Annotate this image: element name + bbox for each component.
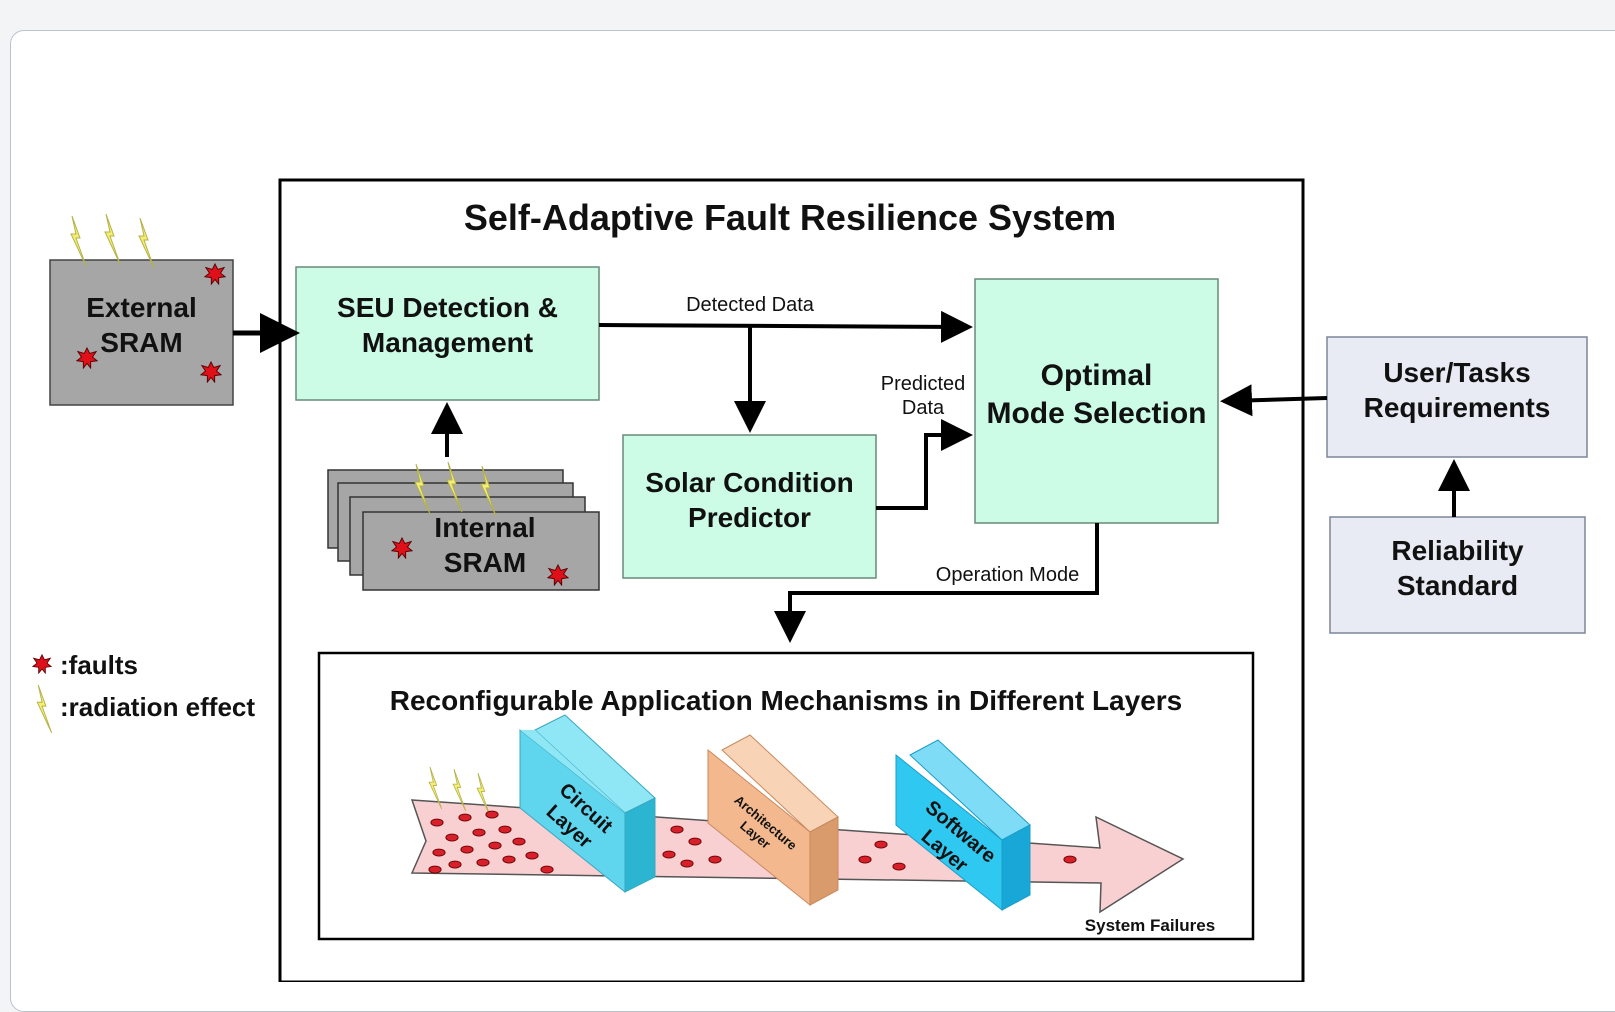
software-layer-side: [1001, 824, 1031, 911]
arrow-user-to-optimal: [1220, 384, 1328, 417]
fault-bug-icon: [460, 845, 474, 854]
optimal-box: [974, 278, 1219, 524]
fault-bug-icon: [670, 825, 684, 834]
user-tasks-label: User/Tasks Requirements: [1363, 357, 1551, 423]
architecture-layer-side: [809, 816, 839, 906]
fault-bug-icon: [540, 865, 554, 874]
legend-fault-icon: [32, 654, 52, 674]
system-frame: [278, 178, 1305, 982]
fault-bug-icon: [498, 825, 512, 834]
architecture-layer-front: [707, 748, 811, 907]
solar-box: [622, 434, 877, 579]
fault-bug-icon: [525, 851, 539, 860]
fault-bug-icon: [512, 837, 526, 846]
legend-radiation-icon: [36, 685, 53, 733]
arrow-detected-data: [598, 310, 973, 343]
fault-bug-icon: [1063, 855, 1077, 864]
system-failures-label: System Failures: [1084, 916, 1216, 935]
fault-bug-icon: [476, 858, 490, 867]
reconfig-title: Reconfigurable Application Mechanisms in…: [389, 685, 1183, 716]
fault-bug-icon: [688, 837, 702, 846]
fault-bug-icon: [708, 855, 722, 864]
arrow-operation-mode: [774, 523, 1099, 643]
optimal-label: Optimal Mode Selection: [986, 359, 1207, 430]
fault-bug-icon: [874, 840, 888, 849]
circuit-layer-edge: [520, 730, 625, 813]
software-layer-front: [895, 753, 1003, 912]
diagram-svg: [32, 178, 1588, 982]
edge-label-operation: Operation Mode: [935, 564, 1080, 586]
internal-sram-label: Internal SRAM: [434, 512, 536, 578]
circuit-layer-side: [624, 797, 656, 893]
arrow-predicted-data: [876, 419, 973, 510]
legend-radiation-label: :radiation effect: [60, 692, 256, 722]
fault-bug-icon: [445, 833, 459, 842]
external-sram-box: [49, 259, 234, 406]
fault-bug-icon: [485, 810, 499, 819]
fault-bug-icon: [892, 862, 906, 871]
fault-bug-icon: [432, 848, 446, 857]
fault-bug-icon: [428, 865, 442, 874]
reliability-label: Reliability Standard: [1391, 535, 1524, 601]
fault-bug-icon: [430, 818, 444, 827]
edge-label-detected: Detected Data: [686, 294, 814, 316]
fault-bug-icon: [662, 850, 676, 859]
fault-bug-icon: [448, 860, 462, 869]
reliability-box: [1329, 516, 1586, 634]
fault-bug-icon: [502, 855, 516, 864]
system-title: Self-Adaptive Fault Resilience System: [463, 197, 1117, 238]
solar-label: Solar Condition Predictor: [645, 467, 854, 533]
user-tasks-box: [1326, 336, 1588, 458]
fault-bug-icon: [458, 813, 472, 822]
external-sram-label: External SRAM: [86, 292, 197, 358]
fault-bug-icon: [858, 855, 872, 864]
figure-area: Self-Adaptive Fault Resilience System Ex…: [20, 165, 1615, 982]
fault-bug-icon: [472, 828, 486, 837]
reconfig-box: [317, 651, 1255, 941]
edge-label-predicted: Predicted Data: [880, 373, 966, 419]
radiation-bolt-icon: [70, 215, 87, 267]
radiation-bolt-icon: [104, 213, 121, 265]
legend-faults-label: :faults: [60, 650, 138, 680]
seu-label: SEU Detection & Management: [337, 292, 558, 358]
fault-bug-icon: [488, 841, 502, 850]
fault-bug-icon: [680, 859, 694, 868]
